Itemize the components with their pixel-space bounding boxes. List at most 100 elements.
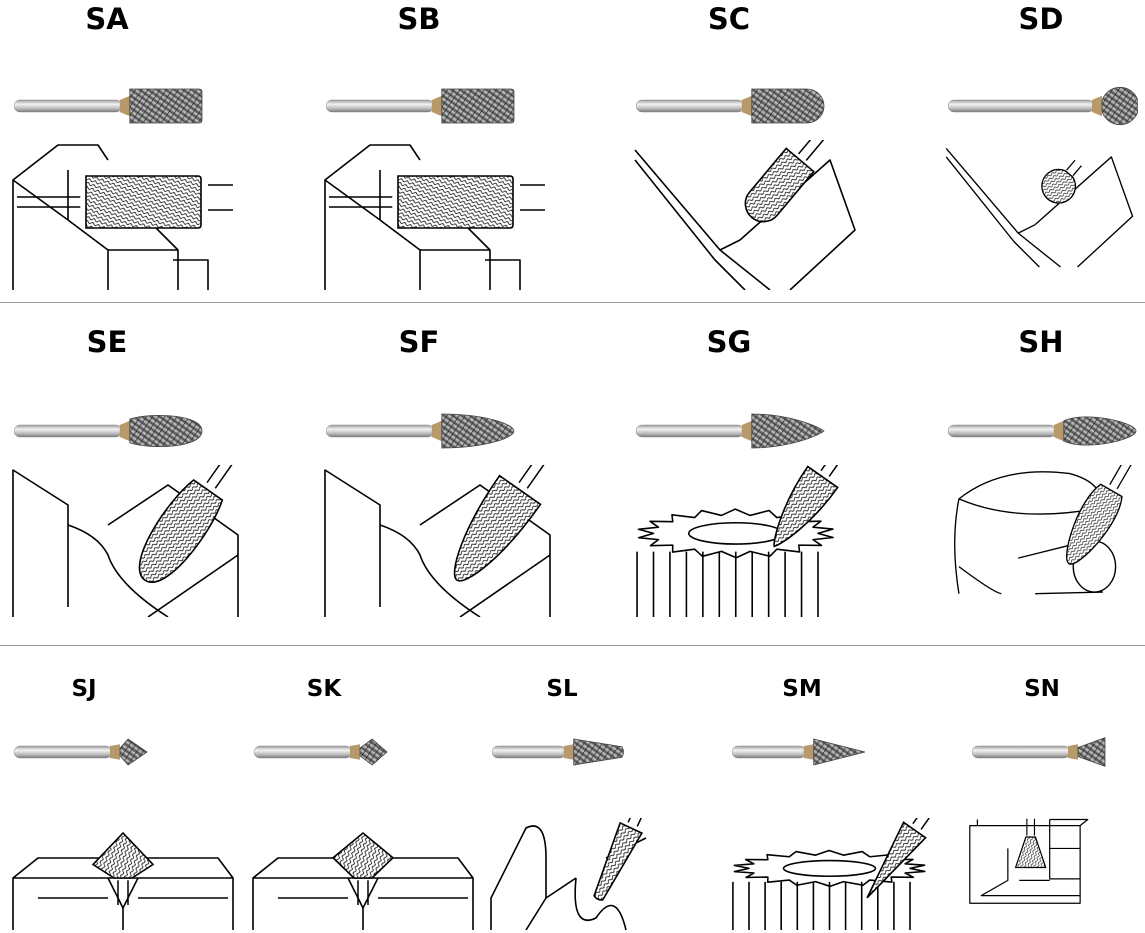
- burr-in-use: [331, 831, 395, 905]
- neck: [803, 744, 814, 760]
- burr-in-use: [1041, 159, 1082, 204]
- usage-illustration: [954, 465, 1141, 595]
- usage-illustration: [12, 144, 233, 290]
- neck: [350, 744, 360, 760]
- burr-shank-line: [1066, 159, 1082, 177]
- workpiece-outline: [637, 508, 834, 559]
- workpiece-outline: [1049, 819, 1081, 850]
- workpiece-outline: [958, 566, 1002, 595]
- burr-cylinder: [326, 88, 515, 124]
- shank: [254, 745, 353, 759]
- workpiece-outline: [12, 469, 69, 617]
- burr-cylinder: [14, 88, 203, 124]
- burr-label: SC: [707, 2, 751, 36]
- burr-label: SF: [398, 325, 440, 359]
- burr-label: SE: [86, 325, 128, 359]
- burr-head-cylinder-ball-nose: [751, 88, 825, 124]
- workpiece-outline: [1049, 848, 1081, 880]
- workpiece-outline: [324, 179, 421, 290]
- workpiece-outline: [459, 554, 551, 617]
- burr-photo: [636, 88, 825, 124]
- workpiece-outline: [1017, 224, 1036, 234]
- burr-shank-line: [518, 465, 555, 489]
- workpiece-outline: [208, 184, 233, 211]
- divider-top: [0, 302, 1145, 303]
- burr-in-use: [1066, 465, 1141, 565]
- burr-label: SL: [546, 676, 578, 702]
- neck: [110, 744, 120, 760]
- burr-head-tree-radius: [441, 413, 515, 449]
- workpiece-outline: [634, 149, 771, 290]
- workpiece-outline: [147, 554, 239, 617]
- neck: [431, 95, 442, 117]
- burr-label: SK: [306, 676, 342, 702]
- burr-photo: [326, 88, 515, 124]
- burr-head-hatched: [85, 175, 202, 229]
- burr-taper-radius: [492, 738, 624, 766]
- burr-photo: [492, 738, 624, 766]
- burr-head-hatched: [744, 147, 815, 223]
- burr-head-cylinder: [129, 88, 203, 124]
- burr-in-use: [329, 175, 514, 229]
- workpiece-outline: [324, 469, 381, 617]
- burr-photo: [972, 737, 1106, 767]
- burr-shank-line: [206, 465, 243, 489]
- burr-head-hatched: [593, 821, 644, 901]
- burr-shank-line: [627, 818, 657, 827]
- workpiece-outline: [324, 144, 421, 290]
- neck: [431, 420, 442, 442]
- burr-inverted-cone: [972, 737, 1106, 767]
- burr-oval: [14, 415, 203, 447]
- usage-illustration: [324, 144, 545, 290]
- usage-illustration: [945, 148, 1134, 268]
- workpiece-outline: [12, 144, 109, 290]
- burr-shank-line: [17, 196, 81, 208]
- workpiece-outline: [954, 471, 1104, 594]
- usage-illustration: [969, 818, 1089, 904]
- burr-head-hatched: [1014, 836, 1047, 869]
- workpiece-outline: [173, 259, 209, 290]
- burr-head-tree-pointed: [751, 413, 825, 449]
- workpiece-outline: [719, 239, 741, 251]
- neck: [1092, 95, 1102, 117]
- shank: [14, 745, 113, 759]
- neck: [1068, 744, 1078, 760]
- burr-head-hatched: [1041, 168, 1077, 204]
- workpiece-outline: [945, 156, 1040, 268]
- workpiece-outline: [347, 877, 379, 909]
- shank: [948, 424, 1057, 438]
- burr-head-hatched: [453, 474, 542, 582]
- workpiece-outline: [733, 849, 926, 888]
- burr-head-countersink-90: [359, 738, 388, 766]
- burr-tree-pointed: [636, 413, 825, 449]
- burr-head-cylinder: [441, 88, 515, 124]
- burr-label: SD: [1018, 2, 1064, 36]
- shank: [636, 99, 745, 113]
- usage-illustration: [732, 818, 948, 930]
- usage-illustration: [12, 465, 243, 617]
- burr-photo: [636, 413, 825, 449]
- workpiece-outline: [574, 877, 627, 930]
- workpiece-outline: [108, 249, 179, 290]
- burr-label: SB: [397, 2, 441, 36]
- burr-photo: [326, 413, 515, 449]
- burr-head-hatched: [773, 465, 839, 548]
- usage-illustration: [324, 465, 555, 617]
- shank: [326, 99, 435, 113]
- burr-photo: [732, 738, 866, 766]
- gear-hub: [687, 521, 784, 545]
- workpiece-outline: [12, 857, 234, 930]
- shank: [972, 745, 1071, 759]
- burr-label: SJ: [71, 676, 97, 702]
- burr-in-use: [453, 465, 555, 582]
- burr-label: SG: [706, 325, 752, 359]
- workpiece-outline: [980, 848, 1081, 897]
- usage-illustration: [490, 818, 657, 930]
- burr-in-use: [593, 818, 657, 901]
- burr-cylinder-ball-nose: [636, 88, 825, 124]
- burr-label: SA: [85, 2, 129, 36]
- neck: [741, 420, 752, 442]
- burr-label: SM: [782, 676, 822, 702]
- burr-countersink-90: [254, 738, 388, 766]
- burr-shank-line: [117, 880, 129, 905]
